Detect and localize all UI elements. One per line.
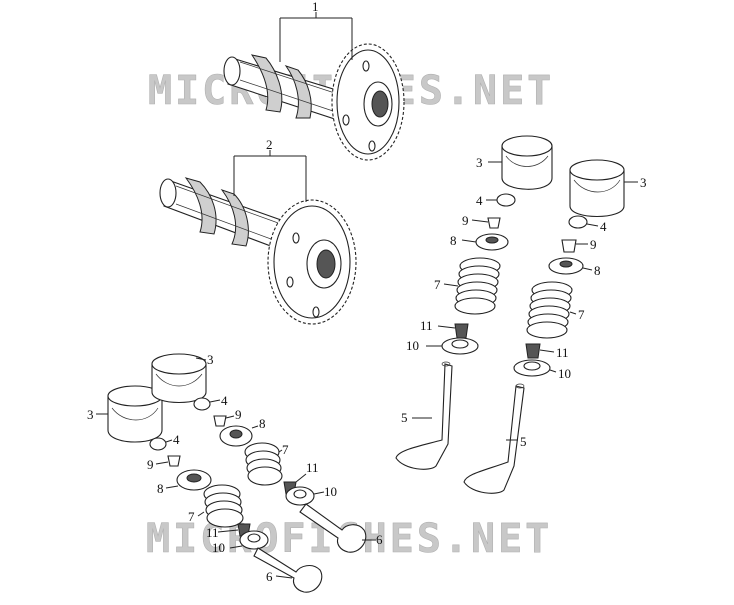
callout-label: 6 — [266, 569, 273, 584]
callout-label: 9 — [462, 213, 469, 228]
callout-label: 11 — [420, 318, 433, 333]
callout-label: 5 — [520, 434, 527, 449]
callout-label: 7 — [282, 442, 289, 457]
camshaft-assembly-2 — [159, 177, 357, 325]
callout-1: 1 — [279, 0, 353, 62]
cam-sprocket-2 — [267, 199, 357, 325]
valve-spring-d — [244, 442, 283, 486]
callout-label: 10 — [406, 338, 419, 353]
cam-sprocket-1 — [331, 43, 405, 161]
callout-label: 2 — [266, 137, 273, 152]
callout-label: 1 — [312, 0, 319, 14]
callout-label: 8 — [259, 416, 266, 431]
callout-label: 3 — [476, 155, 483, 170]
callout-label: 9 — [147, 457, 154, 472]
callout-label: 3 — [207, 352, 214, 367]
callout-label: 11 — [206, 525, 219, 540]
valve-spring-a — [454, 257, 501, 315]
callout-label: 4 — [600, 219, 607, 234]
valve-train-left-d — [151, 353, 367, 553]
callout-label: 5 — [401, 410, 408, 425]
callout-label: 4 — [173, 432, 180, 447]
callout-2: 2 — [233, 137, 307, 202]
callout-label: 7 — [188, 509, 195, 524]
callout-label: 4 — [476, 193, 483, 208]
callout-label: 3 — [640, 175, 647, 190]
callout-label: 8 — [450, 233, 457, 248]
callout-label: 10 — [558, 366, 571, 381]
callout-label: 10 — [212, 540, 225, 555]
valve-train-right-b — [463, 159, 625, 494]
callout-label: 7 — [578, 307, 585, 322]
callout-label: 3 — [87, 407, 94, 422]
valve-spring-c — [203, 484, 244, 528]
callout-label: 11 — [306, 460, 319, 475]
callout-label: 4 — [221, 393, 228, 408]
callout-label: 8 — [594, 263, 601, 278]
callout-label: 11 — [556, 345, 569, 360]
callout-label: 10 — [324, 484, 337, 499]
callout-label: 8 — [157, 481, 164, 496]
callout-label: 9 — [235, 407, 242, 422]
callout-label: 6 — [376, 532, 383, 547]
valve-spring-b — [526, 281, 573, 339]
callout-label: 7 — [434, 277, 441, 292]
valve-train-left-c — [107, 385, 323, 593]
valve-train-right-a — [395, 135, 553, 470]
camshaft-assembly-1 — [223, 43, 405, 161]
callout-label: 9 — [590, 237, 597, 252]
